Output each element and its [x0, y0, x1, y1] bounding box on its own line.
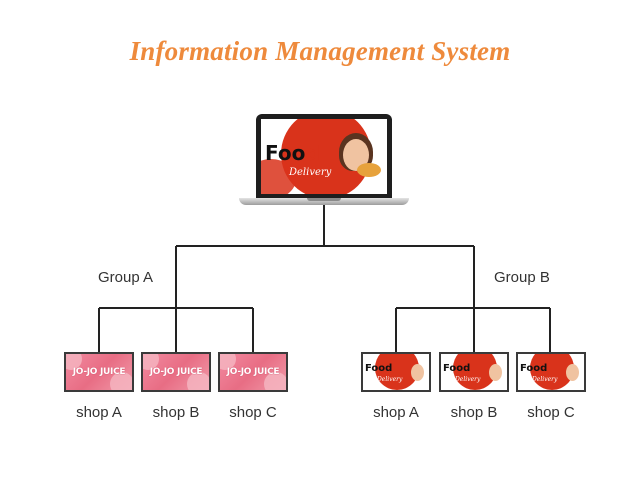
person-image: [489, 364, 502, 381]
food-sub: Delivery: [377, 376, 403, 383]
shop-monitor-a1: JO-JO JUICE: [64, 352, 134, 392]
group-a-label: Group A: [98, 269, 154, 286]
food-word: Food: [520, 363, 548, 374]
burger-icon: [357, 163, 381, 177]
juice-promo: JO-JO JUICE: [220, 354, 286, 390]
page-title: Information Management System: [129, 36, 511, 66]
juice-promo: JO-JO JUICE: [66, 354, 132, 390]
shop-label-a3: shop C: [229, 404, 277, 421]
food-sub: Delivery: [532, 376, 558, 383]
shop-monitor-a3: JO-JO JUICE: [218, 352, 288, 392]
juice-brand: JO-JO JUICE: [149, 367, 203, 377]
hub-sub: Delivery: [289, 167, 332, 178]
food-delivery-promo: Food Delivery: [518, 354, 584, 390]
juice-brand: JO-JO JUICE: [72, 367, 126, 377]
shop-monitor-a2: JO-JO JUICE: [141, 352, 211, 392]
shop-label-b3: shop C: [527, 404, 575, 421]
food-delivery-promo: Food Delivery: [261, 119, 387, 194]
laptop-screen: Food Delivery: [256, 114, 392, 198]
juice-brand: JO-JO JUICE: [226, 367, 280, 377]
shop-label-a2: shop B: [152, 404, 200, 421]
person-image: [411, 364, 424, 381]
shop-monitor-b3: Food Delivery: [516, 352, 586, 392]
shop-label-a1: shop A: [76, 404, 122, 421]
food-delivery-promo: Food Delivery: [441, 354, 507, 390]
laptop-base: [239, 198, 409, 205]
person-image: [566, 364, 579, 381]
group-b-label: Group B: [494, 269, 550, 286]
hub-word: Foo: [265, 141, 306, 165]
food-delivery-promo: Food Delivery: [363, 354, 429, 390]
food-sub: Delivery: [455, 376, 481, 383]
shop-label-b2: shop B: [450, 404, 498, 421]
shop-label-b1: shop A: [373, 404, 419, 421]
shop-monitor-b2: Food Delivery: [439, 352, 509, 392]
food-word: Food: [443, 363, 471, 374]
food-word: Food: [365, 363, 393, 374]
hub-letter: d: [305, 141, 320, 165]
juice-promo: JO-JO JUICE: [143, 354, 209, 390]
shop-monitor-b1: Food Delivery: [361, 352, 431, 392]
